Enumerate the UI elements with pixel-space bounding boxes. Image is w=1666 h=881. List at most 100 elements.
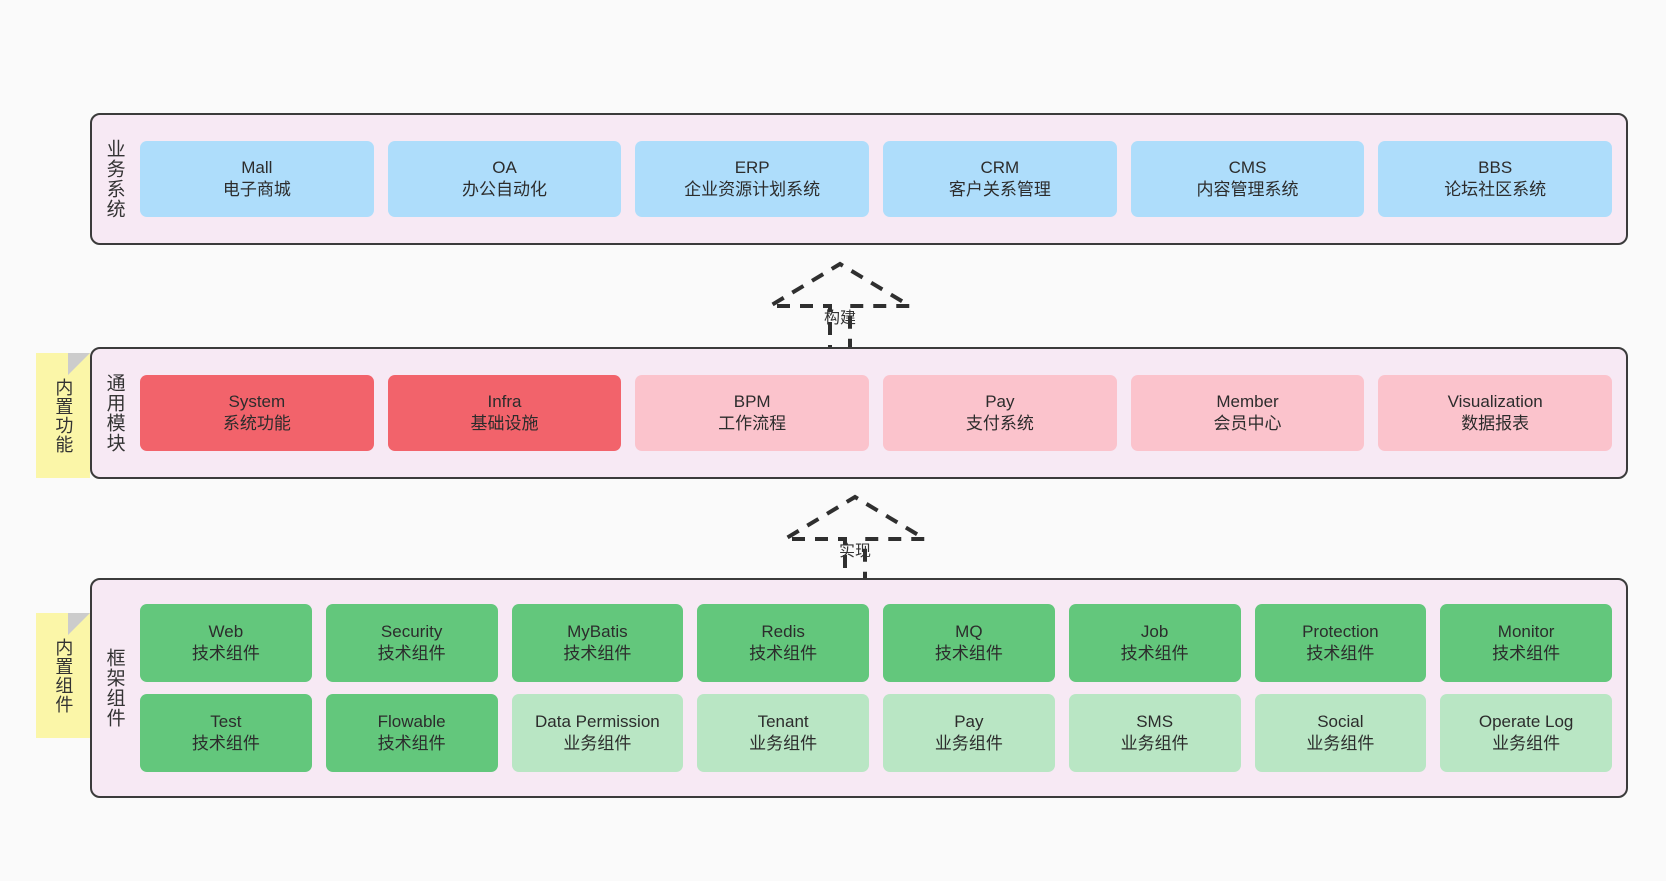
framework-components-row-tech: Web 技术组件 Security 技术组件 MyBatis 技术组件 Redi… <box>140 604 1612 682</box>
connector-implement: 实现 <box>775 491 935 591</box>
card-operate-log[interactable]: Operate Log 业务组件 <box>1440 694 1612 772</box>
card-title: Security <box>380 621 443 641</box>
card-title: Web <box>208 621 244 641</box>
card-title: Protection <box>1302 621 1379 641</box>
card-title: MyBatis <box>567 621 628 641</box>
card-subtitle: 业务组件 <box>1306 734 1375 753</box>
card-subtitle: 业务组件 <box>749 734 818 753</box>
card-member[interactable]: Member 会员中心 <box>1130 375 1365 451</box>
card-subtitle: 技术组件 <box>377 734 446 753</box>
card-web[interactable]: Web 技术组件 <box>140 604 312 682</box>
card-protection[interactable]: Protection 技术组件 <box>1254 604 1427 682</box>
card-subtitle: 技术组件 <box>1120 644 1189 663</box>
card-erp[interactable]: ERP 企业资源计划系统 <box>635 141 870 217</box>
card-flowable[interactable]: Flowable 技术组件 <box>325 694 498 772</box>
card-data-permission[interactable]: Data Permission 业务组件 <box>511 694 684 772</box>
layer-cards-business-system: Mall 电子商城 OA 办公自动化 ERP 企业资源计划系统 CRM 客户关系… <box>136 115 1626 243</box>
card-subtitle: 数据报表 <box>1461 414 1530 433</box>
card-subtitle: 技术组件 <box>563 644 632 663</box>
card-subtitle: 业务组件 <box>563 734 632 753</box>
layer-business-system[interactable]: 业务系统 Mall 电子商城 OA 办公自动化 ERP 企业资源计划系统 CRM… <box>90 113 1628 245</box>
card-title: Job <box>1140 621 1169 641</box>
card-subtitle: 技术组件 <box>1306 644 1375 663</box>
card-title: Mall <box>241 157 273 177</box>
card-subtitle: 技术组件 <box>191 644 260 663</box>
sticky-note-builtin-components: 内置组件 <box>36 613 90 738</box>
card-mq[interactable]: MQ 技术组件 <box>883 604 1055 682</box>
card-title: Pay <box>954 711 984 731</box>
card-title: Infra <box>487 391 522 411</box>
layer-cards-common-modules: System 系统功能 Infra 基础设施 BPM 工作流程 Pay 支付系统… <box>136 349 1626 477</box>
card-subtitle: 系统功能 <box>222 414 291 433</box>
card-pay-component[interactable]: Pay 业务组件 <box>883 694 1055 772</box>
sticky-note-label: 内置功能 <box>53 377 74 454</box>
card-title: Redis <box>761 621 805 641</box>
layer-framework-components[interactable]: 框架组件 Web 技术组件 Security 技术组件 MyBatis 技术组件… <box>90 578 1628 798</box>
card-title: Data Permission <box>535 711 660 731</box>
connector-build-arrow <box>762 261 918 358</box>
layer-cards-framework-components: Web 技术组件 Security 技术组件 MyBatis 技术组件 Redi… <box>136 580 1626 796</box>
sticky-note-label: 内置组件 <box>53 637 74 714</box>
card-security[interactable]: Security 技术组件 <box>325 604 498 682</box>
card-subtitle: 电子商城 <box>222 180 291 199</box>
card-bpm[interactable]: BPM 工作流程 <box>635 375 870 451</box>
card-mybatis[interactable]: MyBatis 技术组件 <box>511 604 684 682</box>
card-subtitle: 客户关系管理 <box>948 180 1051 199</box>
card-title: OA <box>492 157 517 177</box>
layer-title-framework-components: 框架组件 <box>103 648 125 728</box>
card-title: CMS <box>1228 157 1267 177</box>
card-subtitle: 业务组件 <box>934 734 1003 753</box>
layer-common-modules[interactable]: 通用模块 System 系统功能 Infra 基础设施 BPM 工作流程 Pay… <box>90 347 1628 479</box>
connector-build: 构建 <box>760 258 920 358</box>
sticky-note-builtin-features: 内置功能 <box>36 353 90 478</box>
card-title: CRM <box>980 157 1020 177</box>
card-title: Visualization <box>1447 391 1543 411</box>
card-subtitle: 技术组件 <box>377 644 446 663</box>
card-visualization[interactable]: Visualization 数据报表 <box>1378 375 1613 451</box>
card-subtitle: 基础设施 <box>470 414 539 433</box>
card-subtitle: 工作流程 <box>718 414 787 433</box>
connector-build-label: 构建 <box>823 310 857 327</box>
card-title: MQ <box>955 621 983 641</box>
card-title: BBS <box>1478 157 1513 177</box>
card-title: SMS <box>1136 711 1174 731</box>
card-redis[interactable]: Redis 技术组件 <box>697 604 869 682</box>
card-title: Operate Log <box>1478 711 1574 731</box>
card-test[interactable]: Test 技术组件 <box>140 694 312 772</box>
card-title: Test <box>210 711 242 731</box>
card-job[interactable]: Job 技术组件 <box>1068 604 1241 682</box>
card-subtitle: 技术组件 <box>191 734 260 753</box>
card-title: Social <box>1317 711 1364 731</box>
framework-components-row-biz: Test 技术组件 Flowable 技术组件 Data Permission … <box>140 694 1612 772</box>
card-infra[interactable]: Infra 基础设施 <box>387 375 622 451</box>
card-subtitle: 支付系统 <box>965 414 1034 433</box>
card-subtitle: 内容管理系统 <box>1196 180 1299 199</box>
card-mall[interactable]: Mall 电子商城 <box>140 141 374 217</box>
card-pay[interactable]: Pay 支付系统 <box>883 375 1117 451</box>
card-title: BPM <box>733 391 771 411</box>
card-social[interactable]: Social 业务组件 <box>1254 694 1427 772</box>
card-subtitle: 论坛社区系统 <box>1444 180 1547 199</box>
card-subtitle: 技术组件 <box>1492 644 1561 663</box>
card-tenant[interactable]: Tenant 业务组件 <box>697 694 869 772</box>
card-subtitle: 会员中心 <box>1213 414 1282 433</box>
card-title: Member <box>1216 391 1279 411</box>
card-title: System <box>228 391 286 411</box>
card-title: Pay <box>985 391 1015 411</box>
card-title: Flowable <box>377 711 446 731</box>
card-title: ERP <box>734 157 770 177</box>
card-crm[interactable]: CRM 客户关系管理 <box>883 141 1117 217</box>
card-system[interactable]: System 系统功能 <box>140 375 374 451</box>
card-subtitle: 技术组件 <box>934 644 1003 663</box>
connector-implement-label: 实现 <box>838 543 872 560</box>
card-subtitle: 业务组件 <box>1120 734 1189 753</box>
card-sms[interactable]: SMS 业务组件 <box>1068 694 1241 772</box>
card-monitor[interactable]: Monitor 技术组件 <box>1440 604 1612 682</box>
card-cms[interactable]: CMS 内容管理系统 <box>1130 141 1365 217</box>
card-oa[interactable]: OA 办公自动化 <box>387 141 622 217</box>
card-title: Monitor <box>1497 621 1555 641</box>
card-subtitle: 办公自动化 <box>462 180 547 199</box>
connector-implement-arrow <box>777 494 933 591</box>
card-bbs[interactable]: BBS 论坛社区系统 <box>1378 141 1613 217</box>
